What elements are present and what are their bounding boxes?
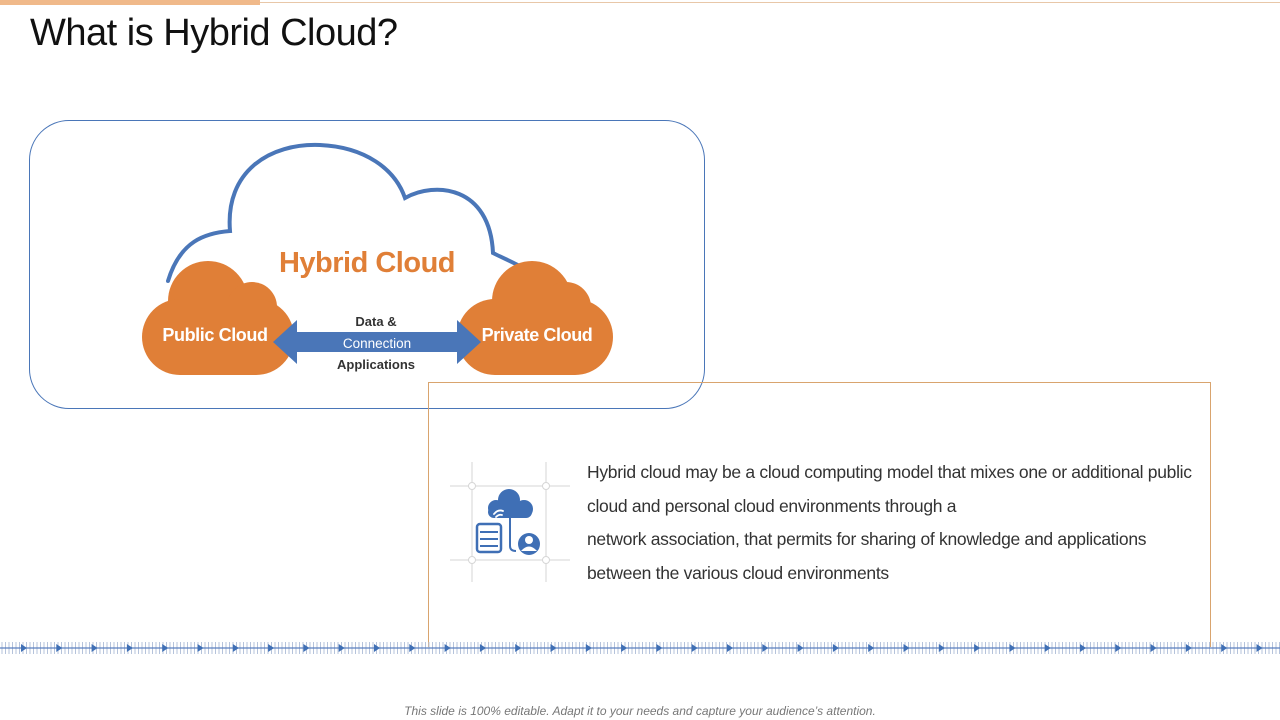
arrow-middle-label: Connection — [343, 336, 411, 351]
public-cloud-label: Public Cloud — [162, 325, 267, 345]
timeline-chevron-icon — [303, 644, 310, 652]
public-cloud-shape — [142, 261, 294, 375]
timeline-chevron-icon — [762, 644, 769, 652]
timeline-chevron-icon — [1009, 644, 1016, 652]
timeline-chevron-icon — [91, 644, 98, 652]
data-connection-arrow — [273, 320, 481, 364]
arrow-top-label: Data & — [355, 314, 396, 329]
timeline-chevron-icon — [126, 644, 133, 652]
hybrid-cloud-label: Hybrid Cloud — [279, 247, 455, 279]
timeline-chevron-icon — [550, 644, 557, 652]
private-cloud-label: Private Cloud — [482, 325, 593, 345]
footer-note: This slide is 100% editable. Adapt it to… — [404, 704, 876, 718]
description-text: Hybrid cloud may be a cloud computing mo… — [587, 456, 1207, 590]
timeline-chevron-icon — [656, 644, 663, 652]
timeline-chevron-icon — [974, 644, 981, 652]
timeline-chevron-icon — [479, 644, 486, 652]
hybrid-cloud-diagram: Hybrid Cloud Public Cloud Private Cloud … — [29, 120, 705, 409]
timeline-chevron-icon — [868, 644, 875, 652]
timeline-chevron-icon — [268, 644, 275, 652]
timeline-chevron-icon — [621, 644, 628, 652]
timeline-chevron-icon — [832, 644, 839, 652]
timeline-chevron-icon — [1115, 644, 1122, 652]
hybrid-cloud-outline-shape — [166, 142, 527, 283]
timeline-chevron-icon — [1256, 644, 1263, 652]
hybrid-cloud-network-icon — [450, 462, 570, 582]
timeline-chevron-icon — [1080, 644, 1086, 652]
decorative-timeline — [0, 642, 1280, 654]
timeline-chevron-icon — [938, 644, 945, 652]
timeline-chevron-icon — [232, 644, 239, 652]
description-line: between the various cloud environments — [587, 562, 889, 583]
timeline-chevron-icon — [1044, 644, 1051, 652]
diagram-canvas: Hybrid Cloud Public Cloud Private Cloud … — [142, 142, 613, 375]
description-line: cloud and personal cloud environments th… — [587, 495, 957, 516]
timeline-chevron-icon — [409, 644, 416, 652]
timeline-chevron-icon — [197, 644, 204, 652]
timeline-chevron-icon — [903, 644, 910, 652]
timeline-chevron-icon — [21, 644, 27, 652]
timeline-chevron-icon — [797, 644, 804, 652]
arrow-bottom-label: Applications — [337, 357, 415, 372]
timeline-chevron-icon — [374, 644, 380, 652]
description-line: Hybrid cloud may be a cloud computing mo… — [587, 462, 1192, 482]
timeline-chevron-icon — [1221, 644, 1228, 652]
timeline-chevron-icon — [56, 644, 63, 652]
top-accent-bar — [0, 0, 260, 5]
timeline-chevron-icon — [1185, 644, 1192, 652]
timeline-chevron-icon — [1150, 644, 1157, 652]
private-cloud-shape — [457, 261, 613, 375]
description-frame — [428, 382, 1211, 647]
timeline-chevron-icon — [515, 644, 522, 652]
timeline-chevron-icon — [444, 644, 451, 652]
top-divider-line — [260, 2, 1280, 3]
timeline-chevron-icon — [727, 644, 733, 652]
description-line: network association, that permits for sh… — [587, 529, 1147, 549]
timeline-chevron-icon — [585, 644, 592, 652]
timeline-chevron-icon — [338, 644, 345, 652]
page-title: What is Hybrid Cloud? — [30, 12, 398, 54]
timeline-chevron-icon — [691, 644, 698, 652]
timeline-chevron-icon — [162, 644, 169, 652]
